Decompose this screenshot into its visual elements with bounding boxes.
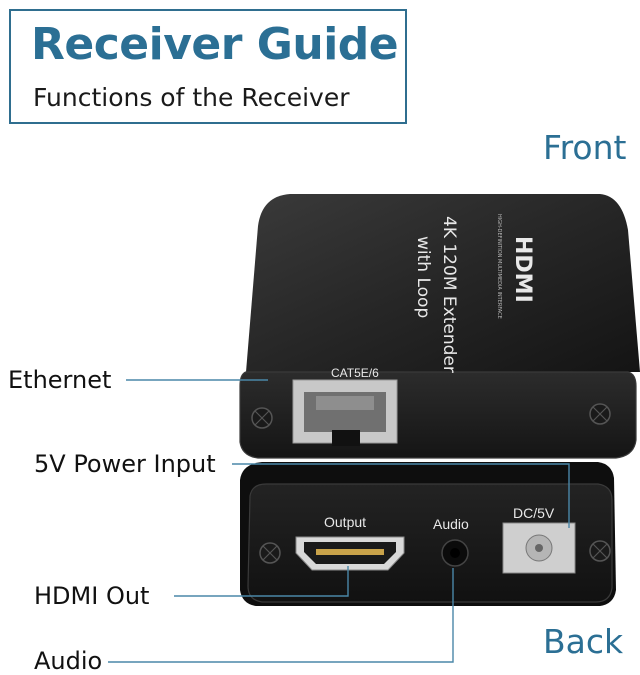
front-unit: [239, 194, 640, 459]
audio-port-label: Audio: [433, 516, 469, 532]
dc-port-label: DC/5V: [513, 505, 555, 521]
device-model-line2: with Loop: [413, 236, 433, 318]
dc-jack-icon: [502, 522, 576, 574]
device-model-line1: 4K 120M Extender: [439, 216, 459, 373]
front-label: Front: [543, 128, 627, 167]
ethernet-port-icon: [292, 379, 398, 446]
callout-ethernet: Ethernet: [8, 366, 112, 394]
callout-hdmi-out: HDMI Out: [34, 582, 150, 610]
page-subtitle: Functions of the Receiver: [33, 83, 350, 112]
output-port-label: Output: [324, 514, 366, 530]
leader-lines: [108, 379, 570, 663]
hdmi-port-icon: [295, 536, 405, 571]
hdmi-logo: HDMI: [510, 236, 535, 303]
back-unit: [240, 462, 616, 606]
page-title: Receiver Guide: [31, 19, 399, 70]
audio-jack-icon: [441, 539, 469, 567]
back-label: Back: [543, 622, 624, 661]
hdmi-logo-small: HIGH-DEFINITION MULTIMEDIA INTERFACE: [496, 214, 502, 319]
title-box: Receiver Guide Functions of the Receiver: [9, 9, 407, 124]
callout-audio: Audio: [34, 647, 103, 675]
ethernet-port-label: CAT5E/6: [331, 366, 379, 380]
callout-power: 5V Power Input: [34, 450, 216, 478]
